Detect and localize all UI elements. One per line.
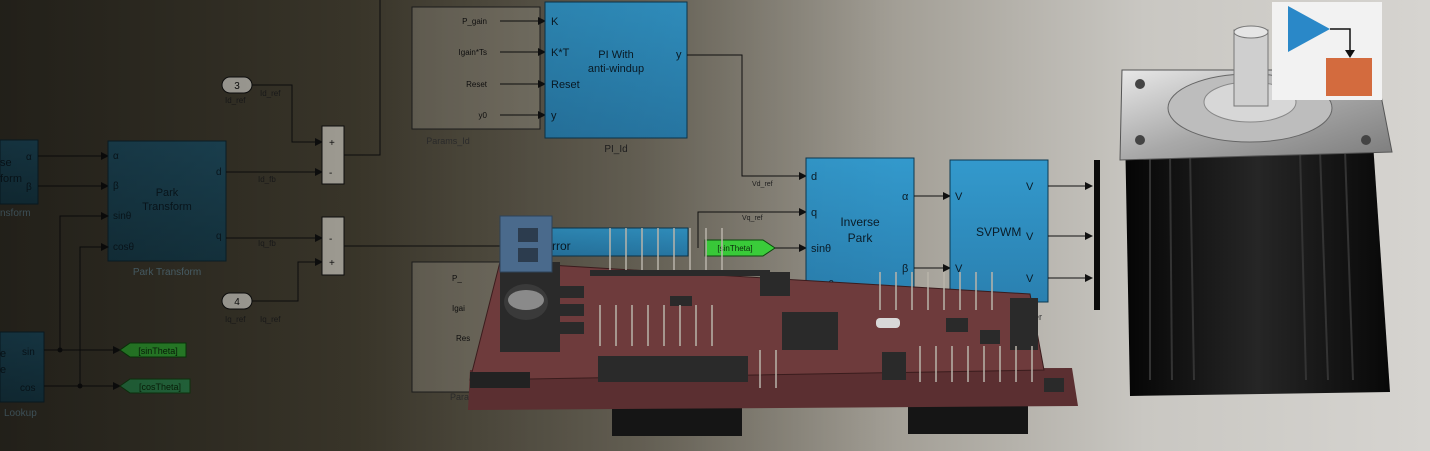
park-port-alpha: α (113, 151, 119, 162)
svpwm-port-vbeta: V (955, 263, 963, 275)
piiq-port-p: P_ (452, 274, 462, 283)
clarke-port-alpha: α (26, 152, 32, 163)
goto-sin-label: [sinTheta] (138, 346, 178, 356)
params-id-block[interactable]: P_gain Igain*Ts Reset y0 Params_Id (411, 6, 541, 146)
lookup-caption: Lookup (4, 408, 37, 419)
pi-port-kits: K*T (551, 47, 570, 59)
ipark-port-alpha: α (902, 191, 909, 203)
params-port-y0: y0 (479, 111, 488, 120)
clarke-port-beta: β (26, 182, 32, 193)
piiq-port-reset: Res (456, 334, 470, 343)
params-port-reset: Reset (466, 80, 488, 89)
from-sintheta-tag[interactable]: [sinTheta] (704, 239, 776, 257)
lookup-name-2: e (0, 364, 6, 376)
pi-port-reset: Reset (551, 79, 580, 91)
inport-3[interactable]: 3 (221, 76, 253, 94)
goto-costheta-tag[interactable]: [cosTheta] (119, 378, 191, 394)
svpwm-block[interactable]: SVPWM V V V V V ller (949, 159, 1049, 322)
clarke-name-1: se (0, 157, 12, 169)
goto-cos-label: [cosTheta] (139, 382, 181, 392)
ipark-port-d: d (811, 171, 817, 183)
inverse-park-block[interactable]: Inverse Park d q sinθ cosθ α β (805, 157, 915, 301)
inport-3-number: 3 (234, 81, 240, 92)
ipark-title-2: Park (848, 231, 874, 245)
pi-title-2: anti-windup (588, 63, 644, 75)
sum-q-sign-2: + (329, 258, 335, 269)
ipark-port-beta: β (902, 263, 908, 275)
svpwm-port-valpha: V (955, 191, 963, 203)
park-caption: Park Transform (133, 267, 201, 278)
ipark-port-q: q (811, 207, 817, 219)
params-port-pgain: P_gain (462, 17, 487, 26)
ipark-port-sin: sinθ (811, 243, 831, 255)
idref-signal-label: Id_ref (260, 89, 281, 98)
inport-4-name: Iq_ref (225, 315, 246, 324)
clarke-caption: nsform (0, 208, 31, 219)
svpwm-port-vb: V (1026, 231, 1034, 243)
pi-port-y0: y (551, 110, 557, 122)
mux-bar[interactable] (1094, 160, 1100, 310)
park-title-1: Park (156, 187, 179, 199)
lookup-port-sin: sin (22, 347, 35, 358)
inport-4[interactable]: 4 (221, 292, 253, 310)
iqref-signal-label: Iq_ref (260, 315, 281, 324)
piiq-title-fragment: rror (552, 239, 571, 253)
inport-3-name: Id_ref (225, 96, 246, 105)
park-port-sin: sinθ (113, 211, 132, 222)
inport-4-number: 4 (234, 297, 240, 308)
model-logo-icon (1272, 2, 1382, 100)
pi-id-block[interactable]: PI With anti-windup K K*T Reset y y PI_I… (544, 1, 688, 155)
pi-port-y: y (676, 49, 682, 61)
park-transform-block[interactable]: Park Transform α β sinθ cosθ d q Park Tr… (107, 140, 227, 278)
params-port-igain: Igain*Ts (459, 48, 487, 57)
controller-board (468, 215, 1078, 436)
sum-block-d[interactable]: + - (321, 125, 345, 185)
svpwm-title: SVPWM (976, 225, 1021, 239)
lookup-name-1: e (0, 348, 6, 360)
vqref-label: Vq_ref (742, 215, 763, 222)
vdref-label: Vd_ref (752, 181, 773, 188)
sum-q-sign-1: - (329, 234, 332, 245)
sum-d-sign-2: - (329, 168, 332, 179)
park-title-2: Transform (142, 201, 192, 213)
ipark-title-1: Inverse (840, 215, 880, 229)
sum-d-sign-1: + (329, 138, 335, 149)
params-id-caption: Params_Id (426, 136, 470, 146)
pi-port-kp: K (551, 16, 559, 28)
park-port-d: d (216, 167, 222, 178)
park-port-q: q (216, 231, 222, 242)
sum-block-q[interactable]: - + (321, 216, 345, 276)
clarke-name-2: form (0, 173, 22, 185)
piiq-port-igain: Igai (452, 304, 465, 313)
park-port-beta: β (113, 181, 119, 192)
clarke-transform-block[interactable]: se form α β nsform (0, 139, 39, 219)
sincos-lookup-block[interactable]: e e sin cos Lookup (0, 331, 45, 419)
iq-signal-label: Iq_fb (258, 239, 276, 248)
svpwm-port-vc: V (1026, 273, 1034, 285)
svpwm-port-va: V (1026, 181, 1034, 193)
id-signal-label: Id_fb (258, 175, 276, 184)
park-port-cos: cosθ (113, 242, 135, 253)
pi-title-1: PI With (598, 49, 633, 61)
lookup-port-cos: cos (20, 383, 36, 394)
pi-id-caption: PI_Id (604, 144, 627, 155)
goto-sintheta-tag[interactable]: [sinTheta] (119, 342, 187, 358)
